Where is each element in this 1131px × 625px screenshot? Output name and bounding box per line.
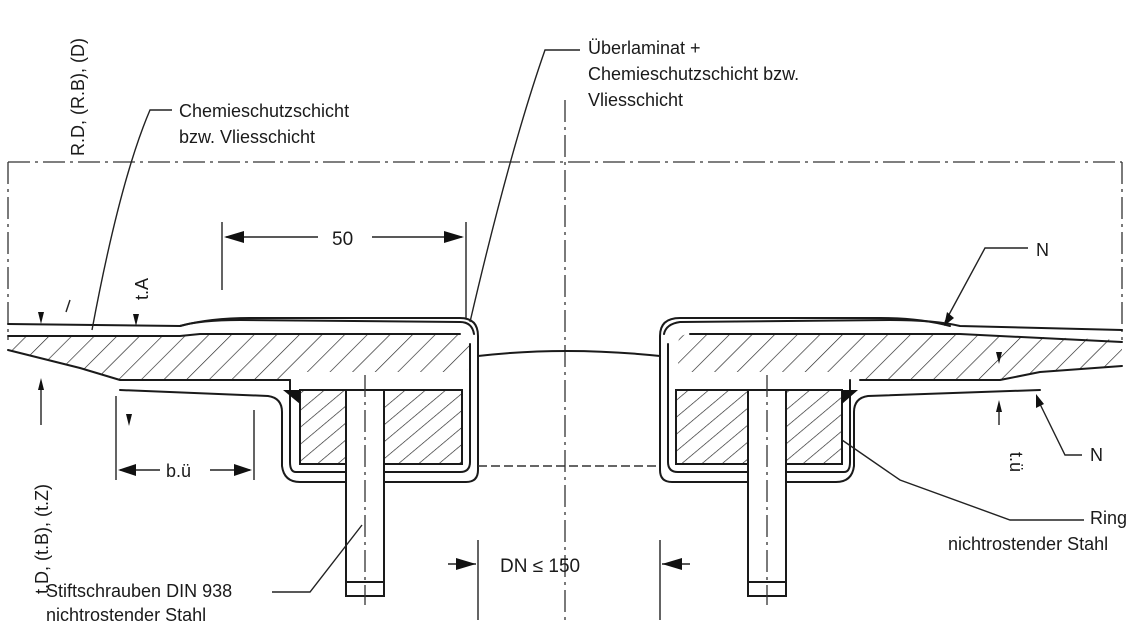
overlaminate-left [119, 317, 479, 483]
bottom-laminate-edge-right [859, 365, 1123, 381]
top-liner-outline [7, 319, 475, 337]
laminate-plate-right [678, 334, 1122, 380]
n-bottom-label: N [1090, 445, 1103, 465]
laminate-plate-left [8, 334, 470, 380]
chemieschutz-leader [91, 109, 172, 331]
tu-label: t.ü [1006, 452, 1026, 472]
dim-50-arrow-right [444, 231, 464, 243]
tu-arrow-top [996, 352, 1002, 364]
weld-mark-right [842, 390, 858, 404]
bu-arrow-right [234, 464, 252, 476]
bu-tick-arrow [126, 414, 132, 426]
ring-leader [841, 439, 1084, 521]
n-top-leader [944, 247, 1028, 323]
dn-label: DN ≤ 150 [500, 556, 580, 577]
n-top-label: N [1036, 240, 1049, 260]
chemieschutz-label-line2: bzw. Vliesschicht [179, 127, 315, 147]
chemieschutz-label-line1: Chemieschutzschicht [179, 101, 349, 121]
stift-label-line1: Stiftschrauben DIN 938 [46, 581, 232, 601]
dn-arrow-right [662, 558, 682, 570]
ueberlaminat-label-line3: Vliesschicht [588, 90, 683, 110]
n-bottom-arrow [1036, 394, 1044, 408]
tu-arrow-bottom [996, 400, 1002, 412]
bottom-laminate-edge-left [7, 349, 291, 381]
td-label: t.D, (t.B), (t.Z) [32, 484, 52, 594]
ta-label: t.A [132, 278, 152, 300]
n-top-arrow [944, 312, 954, 326]
ueberlaminat-label-line2: Chemieschutzschicht bzw. [588, 64, 799, 84]
dim-50-label: 50 [332, 229, 353, 250]
dn-arrow-left [456, 558, 476, 570]
rd-label: R.D, (R.B), (D) [68, 38, 88, 156]
ring-label-line2: nichtrostender Stahl [948, 534, 1108, 554]
n-bottom-leader [1037, 399, 1082, 456]
ta-tick-arrow [133, 314, 139, 326]
bu-label: b.ü [166, 461, 191, 481]
stift-leader [272, 524, 363, 593]
outer-boundary-line [7, 161, 1123, 340]
ring-label-line1: Ring [1090, 508, 1127, 528]
ueberlaminat-leader [469, 49, 580, 323]
rd-leader [65, 299, 71, 313]
dim-50-arrow-left [224, 231, 244, 243]
ueberlaminat-label-line1: Überlaminat + [588, 38, 701, 58]
weld-mark-left [283, 390, 300, 404]
rd-tick-arrow [38, 312, 44, 324]
bore-top-curve [477, 350, 661, 357]
top-liner-outline-right [663, 319, 1123, 343]
stift-label-line2: nichtrostender Stahl [46, 605, 206, 625]
td-arrow [38, 378, 44, 390]
bu-arrow-left [118, 464, 136, 476]
overlaminate-right [659, 317, 1041, 483]
